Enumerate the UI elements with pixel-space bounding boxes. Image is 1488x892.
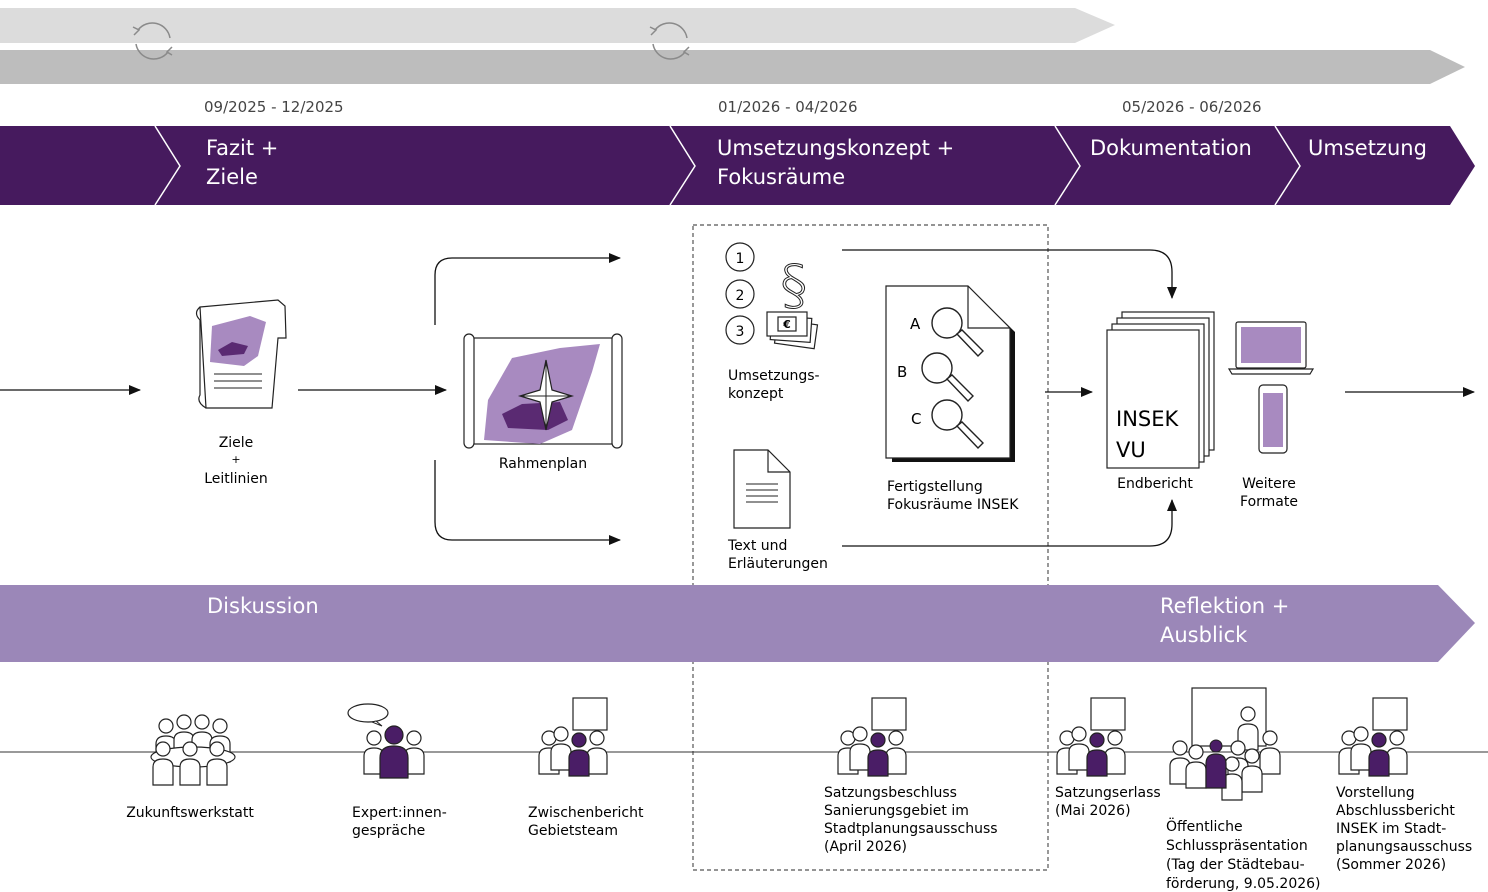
discussion-bar — [0, 585, 1475, 662]
date-label-1: 09/2025 - 12/2025 — [204, 98, 344, 116]
event-expert-2: gespräche — [352, 823, 425, 839]
phase-bar — [0, 126, 1475, 205]
presenter-icon — [539, 698, 607, 776]
paragraph-icon: § — [781, 254, 808, 317]
focus-c: C — [911, 410, 921, 428]
event-oeff-2: Schlusspräsentation — [1166, 838, 1308, 854]
text-document-icon — [733, 449, 791, 529]
event-vor-4: planungsausschuss — [1336, 839, 1472, 855]
focus-dashed-box — [692, 224, 1049, 871]
presenter-icon — [1339, 698, 1407, 776]
flow-arrows — [0, 249, 1475, 547]
top-arrow-cycle-2 — [0, 50, 1465, 84]
refresh-icon — [132, 22, 173, 60]
event-zwischen-1: Zwischenbericht — [528, 805, 644, 821]
refresh-icon — [649, 22, 690, 60]
phase-1-line-1: Fazit + — [206, 136, 278, 160]
public-presentation-icon — [1169, 687, 1281, 801]
number-1: 1 — [736, 251, 745, 267]
laptop-icon — [1227, 321, 1315, 375]
event-satzung-1: Satzungsbeschluss — [824, 785, 957, 801]
focus-a: A — [910, 315, 921, 333]
top-arrow-cycle-1 — [0, 8, 1115, 43]
report-title-2: VU — [1116, 438, 1146, 462]
focus-b: B — [897, 363, 907, 381]
reflection-label-1: Reflektion + — [1160, 594, 1289, 618]
event-vor-3: INSEK im Stadt- — [1336, 821, 1446, 837]
presenter-icon — [838, 698, 906, 776]
date-label-3: 05/2026 - 06/2026 — [1122, 98, 1262, 116]
ziele-label-1: Ziele — [219, 435, 254, 451]
rahmenplan-label: Rahmenplan — [499, 456, 587, 472]
event-vor-5: (Sommer 2026) — [1336, 857, 1446, 873]
phase-1-line-2: Ziele — [206, 165, 258, 189]
phase-separators — [154, 125, 1301, 206]
euro-icon: € — [782, 318, 791, 331]
ziele-label-2: + — [231, 453, 240, 466]
number-2: 2 — [736, 288, 745, 304]
event-oeff-1: Öffentliche — [1166, 817, 1243, 835]
expert-talk-icon — [347, 703, 425, 779]
event-satzung-4: (April 2026) — [824, 839, 907, 855]
fertig-label-2: Fokusräume INSEK — [887, 497, 1019, 513]
number-3: 3 — [736, 324, 745, 340]
umsetzungs-label-2: konzept — [728, 386, 784, 402]
phase-4: Umsetzung — [1308, 136, 1427, 160]
discussion-label: Diskussion — [207, 594, 319, 618]
event-vor-2: Abschlussbericht — [1336, 803, 1455, 819]
workshop-group-icon — [150, 714, 236, 786]
event-zwischen-2: Gebietsteam — [528, 823, 618, 839]
event-erlass-2: (Mai 2026) — [1055, 803, 1131, 819]
fertig-label-1: Fertigstellung — [887, 479, 983, 495]
map-scroll-icon — [463, 333, 623, 449]
umsetzungs-label-1: Umsetzungs- — [728, 368, 820, 384]
event-oeff-4: förderung, 9.05.2026) — [1166, 876, 1321, 892]
money-icon — [766, 311, 819, 350]
text-label-1: Text und — [727, 538, 787, 554]
phase-2-line-1: Umsetzungskonzept + — [717, 136, 954, 160]
event-vor-1: Vorstellung — [1336, 785, 1415, 801]
event-zukunftswerkstatt: Zukunftswerkstatt — [126, 805, 254, 821]
weitere-label-1: Weitere — [1242, 476, 1296, 492]
reflection-label-2: Ausblick — [1160, 623, 1248, 647]
numbered-list-icon — [725, 242, 755, 345]
endbericht-label: Endbericht — [1117, 476, 1193, 492]
report-stack-icon — [1106, 311, 1215, 469]
phase-2-line-2: Fokusräume — [717, 165, 845, 189]
event-erlass-1: Satzungserlass — [1055, 785, 1161, 801]
date-label-2: 01/2026 - 04/2026 — [718, 98, 858, 116]
event-oeff-3: (Tag der Städtebau- — [1166, 857, 1305, 873]
weitere-label-2: Formate — [1240, 494, 1298, 510]
smartphone-icon — [1258, 384, 1288, 454]
ziele-label-3: Leitlinien — [204, 471, 268, 487]
event-satzung-3: Stadtplanungsausschuss — [824, 821, 998, 837]
scroll-document-icon — [195, 299, 287, 409]
report-title-1: INSEK — [1116, 407, 1180, 431]
event-expert-1: Expert:innen- — [352, 805, 447, 821]
magnifier-icon — [921, 307, 984, 450]
event-satzung-2: Sanierungsgebiet im — [824, 803, 969, 819]
presenter-icon — [1057, 698, 1125, 776]
phase-3: Dokumentation — [1090, 136, 1252, 160]
text-label-2: Erläuterungen — [728, 556, 828, 572]
